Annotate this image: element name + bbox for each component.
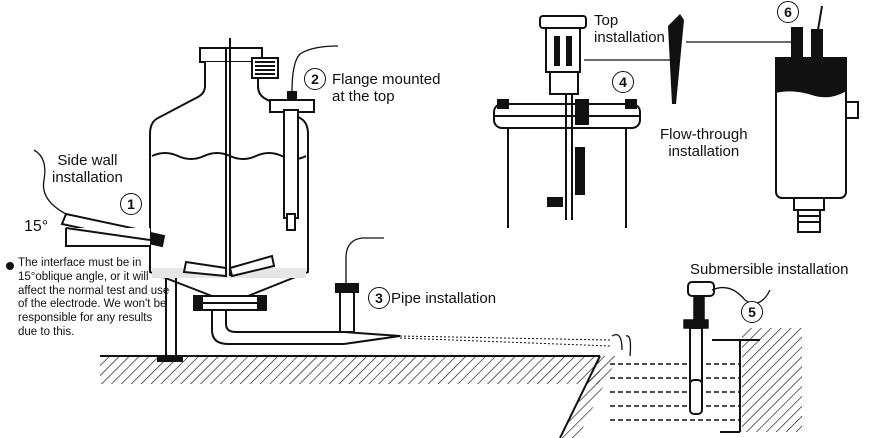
pipe-probe <box>335 237 611 347</box>
marker-3: 3 <box>368 287 390 309</box>
ground <box>100 355 618 438</box>
top-label: Top installation <box>594 12 665 47</box>
pipe-label: Pipe installation <box>391 290 497 307</box>
side-wall-label: Side wall installation <box>52 152 123 187</box>
angle-label: 15° <box>24 218 49 235</box>
installation-note: The interface must be in 15°oblique angl… <box>18 257 170 338</box>
tank <box>33 38 344 362</box>
submersible-label: Submersible installation <box>690 261 849 278</box>
marker-4: 4 <box>612 71 634 93</box>
marker-5: 5 <box>741 301 763 323</box>
flange-label: Flange mounted at the top <box>332 71 441 106</box>
marker-6: 6 <box>777 1 799 23</box>
note-bullet-icon <box>6 262 14 270</box>
flow-through-installation <box>686 5 859 233</box>
marker-2: 2 <box>304 68 326 90</box>
water-basin <box>610 281 802 433</box>
marker-1: 1 <box>120 193 142 215</box>
flow-label: Flow-through installation <box>660 126 748 161</box>
top-installation <box>493 14 684 228</box>
